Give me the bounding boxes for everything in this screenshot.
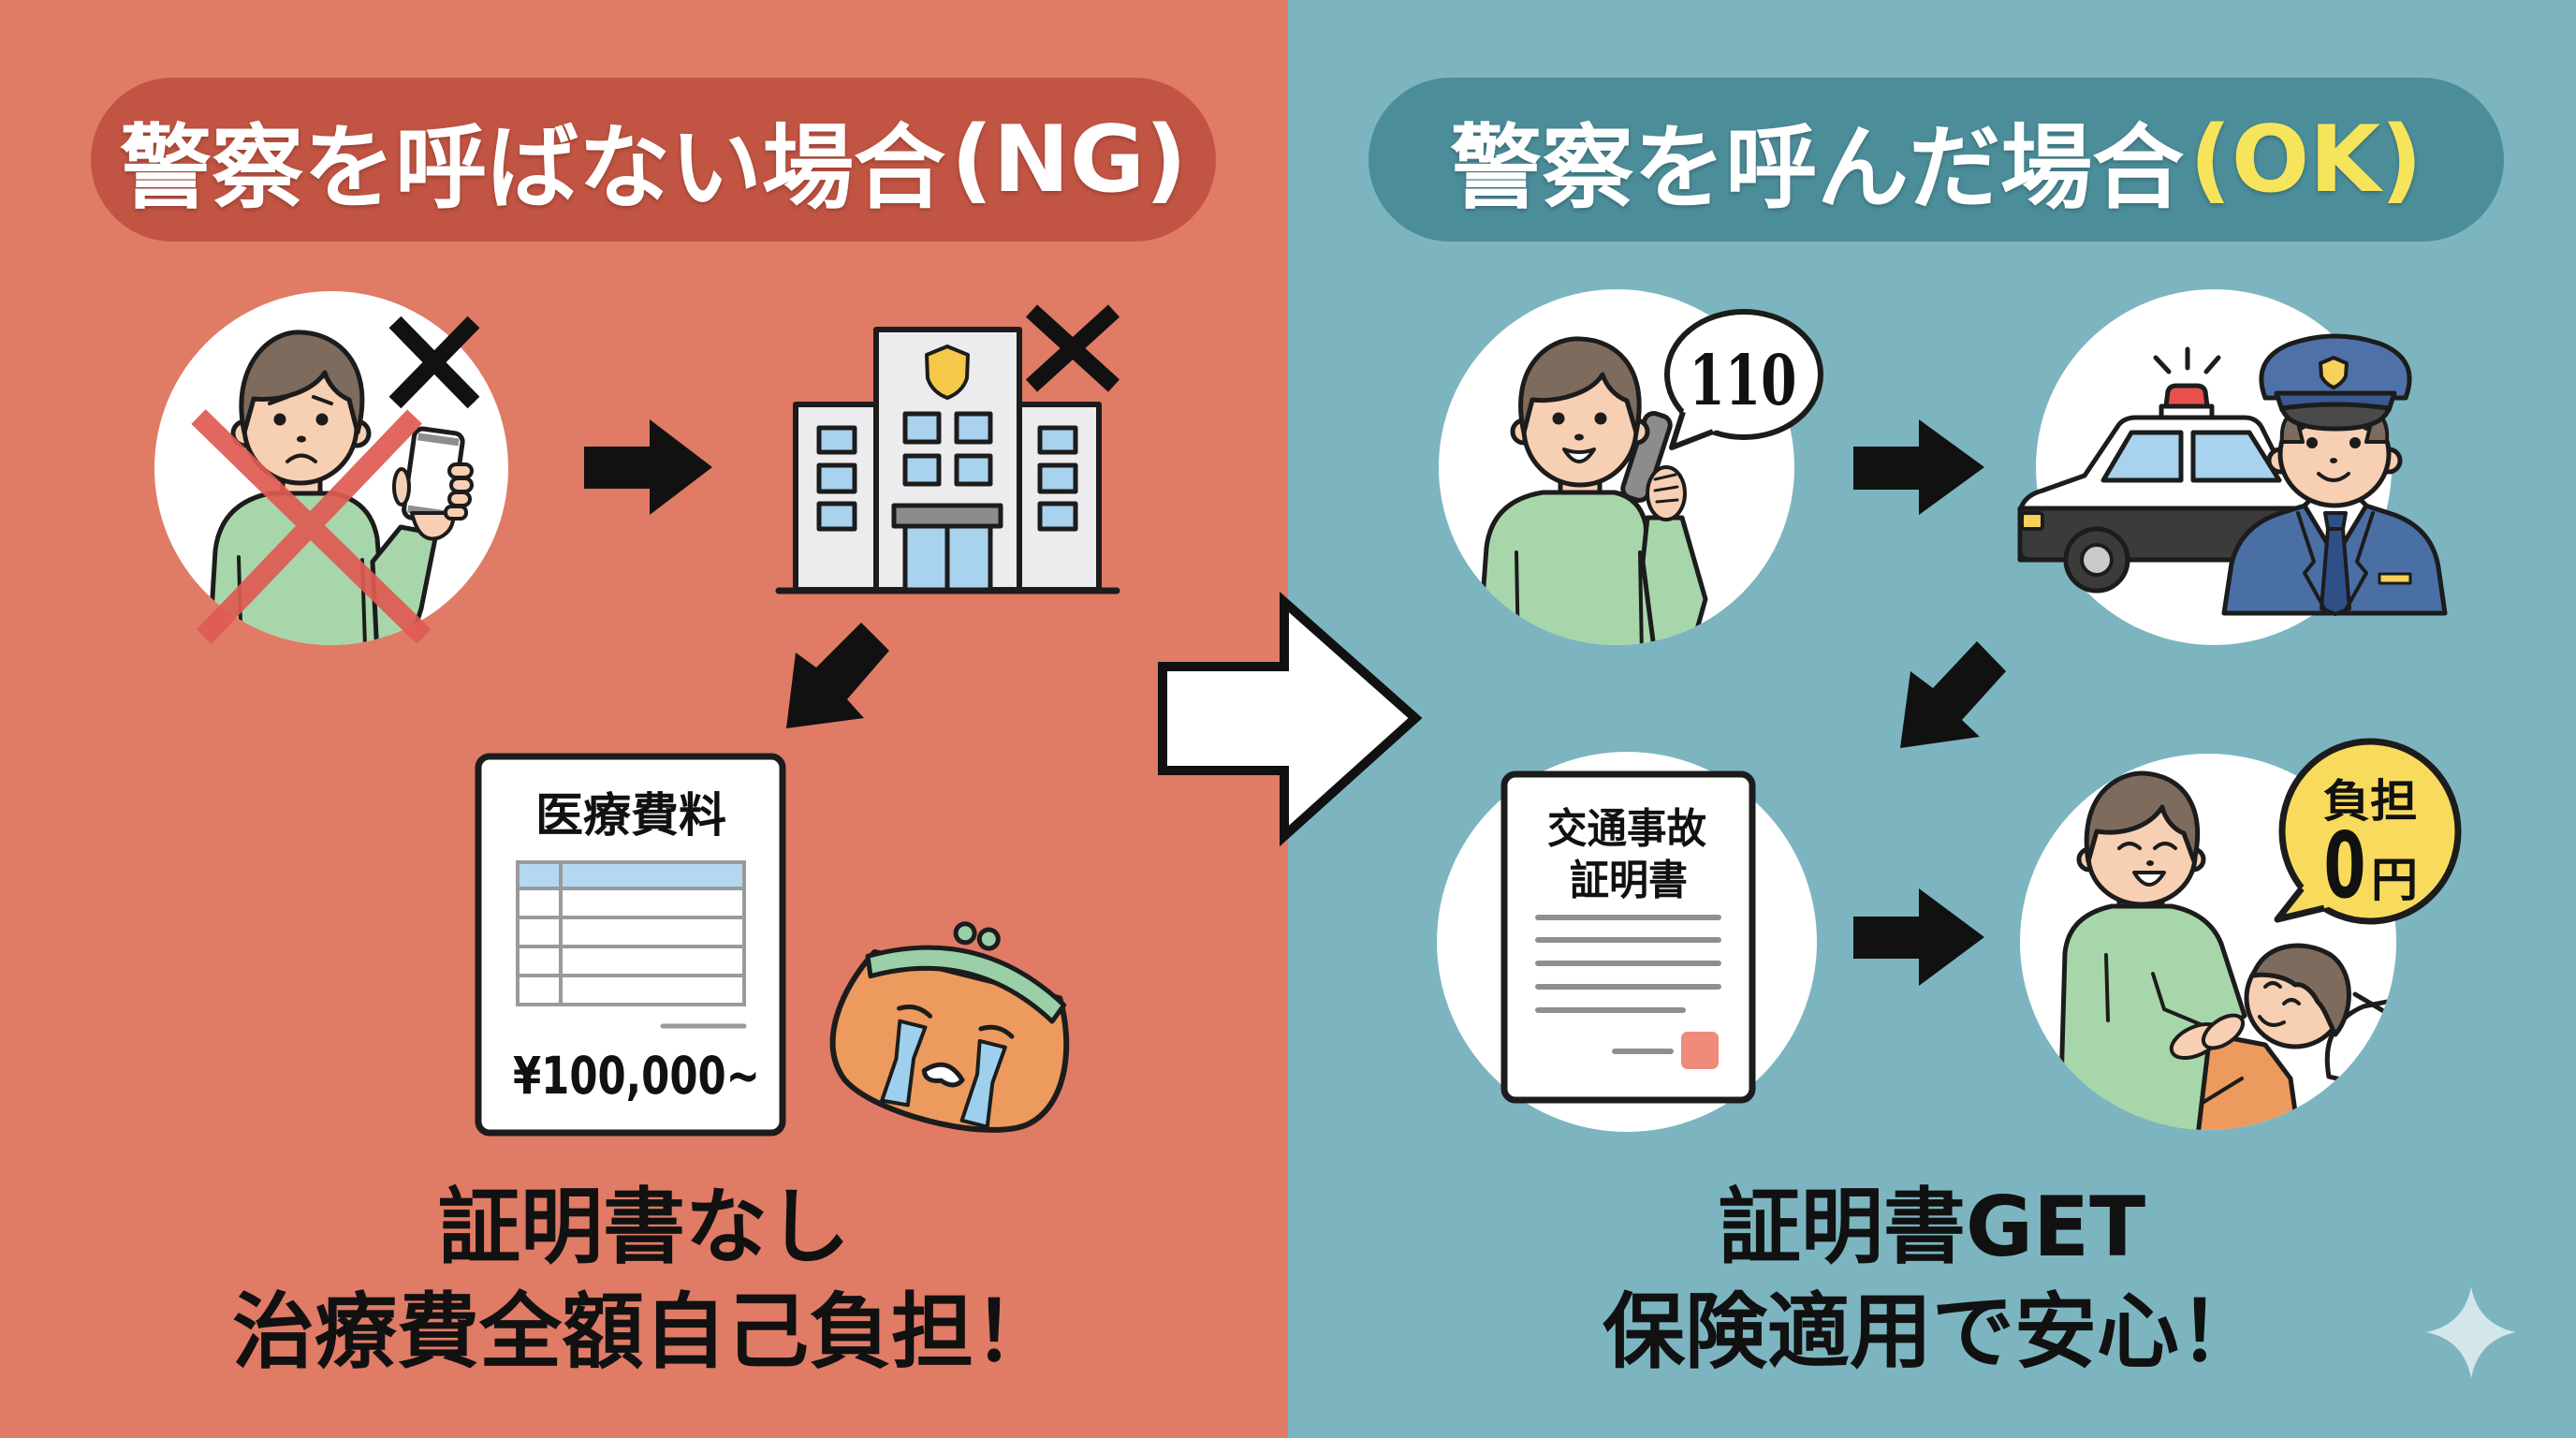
caregiver-and-patient-icon: 負担 0 円	[2020, 738, 2462, 1130]
bill-table	[516, 860, 746, 1006]
police-car-icon	[2017, 346, 2315, 594]
telephone-handset-icon	[1620, 411, 1673, 503]
hand-icon	[392, 462, 474, 541]
speech-bubble-110: 110	[1664, 309, 1823, 450]
cross-mark-icon	[388, 315, 480, 409]
prohibited-cross-icon	[191, 409, 432, 644]
summary-ng-line2: 治療費全額自己負担！	[231, 1284, 1056, 1380]
caregiver-face	[2076, 770, 2206, 907]
right-arrow-icon	[1853, 888, 1984, 986]
seal-stamp	[1681, 1032, 1719, 1069]
police-officer-icon	[2221, 333, 2448, 616]
tear-icon	[880, 1019, 928, 1108]
header-tag-ng: (NG)	[950, 106, 1188, 213]
police-cap-icon	[2259, 333, 2412, 432]
sparkle-icon	[2426, 1287, 2516, 1378]
police-emblem-icon	[925, 345, 970, 400]
summary-ok-line1: 証明書GET	[1718, 1179, 2146, 1275]
worried-face	[230, 330, 372, 486]
medical-bill-amount: ¥100,000~	[513, 1046, 760, 1106]
header-pill-ng: 警察を呼ばない場合(NG)	[91, 78, 1216, 242]
header-tag-ok: (OK)	[2189, 106, 2422, 213]
police-station-icon	[775, 304, 1120, 594]
certificate-title-line1: 交通事故	[1547, 805, 1706, 853]
police-car-and-officer-icon	[2017, 289, 2448, 645]
medical-bill-icon: 医療費料 ¥100,000~	[475, 753, 786, 1137]
worried-person-with-smartphone-icon	[154, 291, 508, 645]
crying-coin-purse-icon	[829, 921, 1070, 1133]
medical-bill-title: 医療費料	[535, 788, 726, 843]
certificate-title-line2: 証明書	[1570, 857, 1688, 904]
siren-light-icon	[2163, 383, 2210, 409]
accident-certificate-icon: 交通事故 証明書	[1437, 752, 1817, 1132]
down-left-arrow-icon	[786, 623, 889, 728]
big-right-arrow-icon	[1158, 591, 1423, 847]
police-badge-icon	[2319, 356, 2349, 389]
right-arrow-icon	[1853, 419, 1984, 515]
header-title-ok: 警察を呼んだ場合	[1450, 114, 2185, 222]
cross-mark-icon	[1025, 304, 1120, 392]
right-arrow-icon	[584, 419, 712, 515]
name-tag	[2378, 572, 2412, 585]
emergency-number: 110	[1690, 341, 1797, 421]
cost-speech-bubble: 負担 0 円	[2274, 738, 2462, 925]
summary-ng-line1: 証明書なし	[437, 1179, 850, 1275]
cost-amount: 0	[2324, 813, 2366, 918]
summary-ng: 証明書なし 治療費全額自己負担！	[0, 1175, 1288, 1385]
down-left-arrow-icon	[1900, 641, 2006, 748]
tear-icon	[959, 1038, 1007, 1129]
patient-face	[2244, 943, 2351, 1049]
header-title-ng: 警察を呼ばない場合	[119, 114, 945, 222]
cost-label: 負担	[2323, 775, 2418, 828]
summary-ok-line2: 保険適用で安心！	[1602, 1284, 2261, 1380]
summary-ok: 証明書GET 保険適用で安心！	[1288, 1175, 2576, 1385]
person-calling-icon: 110	[1439, 289, 1823, 645]
header-pill-ok: 警察を呼んだ場合(OK)	[1368, 78, 2504, 242]
cost-unit: 円	[2371, 853, 2418, 907]
smiling-face	[1510, 336, 1650, 488]
